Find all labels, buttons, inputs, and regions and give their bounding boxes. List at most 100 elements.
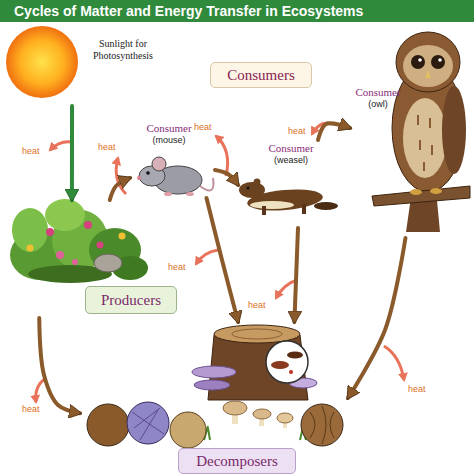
node-label: (weasel) <box>260 155 322 166</box>
text-stack: Consumer(mouse) <box>138 122 200 146</box>
owl-chest <box>403 98 447 178</box>
consumers-box: Consumers <box>210 62 312 88</box>
energy-arrow <box>294 228 298 322</box>
heat-label: heat <box>22 146 40 156</box>
mouse-eye <box>146 171 150 175</box>
mushroom-cap <box>277 413 293 423</box>
producers-node: Producers <box>10 200 182 318</box>
heat-arrow <box>216 136 228 176</box>
weasel-leg <box>262 206 266 215</box>
rock <box>94 254 122 272</box>
title-banner: Cycles of Matter and Energy Transfer in … <box>0 0 474 22</box>
node-label: Decomposers <box>178 448 296 474</box>
mouse-drawing <box>137 157 213 196</box>
text-stack: Consumer(weasel) <box>260 142 322 166</box>
heat-arrows <box>36 123 404 402</box>
heat-label: heat <box>22 404 40 414</box>
energy-arrow <box>207 198 239 322</box>
mouse-foot <box>186 192 194 196</box>
heat-label: heat <box>194 122 212 132</box>
mushroom-cap <box>253 409 271 419</box>
ant <box>289 370 293 374</box>
sun-disc <box>6 26 78 98</box>
owl-wing <box>442 86 466 174</box>
heat-arrow <box>36 378 46 402</box>
soil-sphere <box>87 404 129 446</box>
heat-arrow <box>312 123 332 134</box>
node-label: (owl) <box>350 99 406 110</box>
fungus-sphere <box>127 402 169 444</box>
node-label: Consumers <box>211 63 311 87</box>
owl-beak <box>425 70 431 78</box>
owl-streaks <box>418 115 432 171</box>
heat-arrow <box>116 158 126 194</box>
owl-eye <box>431 55 445 69</box>
heat-label: heat <box>248 300 266 310</box>
energy-arrow <box>39 318 80 413</box>
mouse-ear <box>152 157 166 171</box>
heat-arrow <box>384 346 404 380</box>
beetle-inset <box>266 341 308 383</box>
owl-head <box>396 32 460 92</box>
owl-face <box>403 45 453 87</box>
owl-drawing <box>372 32 470 232</box>
heat-label: heat <box>288 126 306 136</box>
mouse-nose <box>137 176 141 180</box>
node-label: Consumer <box>350 86 406 99</box>
heat-arrow <box>196 250 218 264</box>
text-stack: Producers <box>85 286 177 314</box>
text-stack: Consumer(owl) <box>350 86 406 110</box>
energy-arrow <box>70 106 74 200</box>
plant-cluster <box>10 199 148 283</box>
weasel-tail <box>314 202 338 210</box>
text-stack: Sunlight for Photosynthesis <box>88 38 158 62</box>
decomposer-drawing <box>87 325 343 448</box>
flower <box>72 259 78 265</box>
mouse-foot <box>164 192 172 196</box>
owl-foot <box>410 189 422 195</box>
owl-node: Consumer(owl) <box>350 18 468 238</box>
flower <box>46 228 54 236</box>
heat-arrow <box>276 280 297 298</box>
heat-label: heat <box>408 384 426 394</box>
energy-arrow <box>348 238 405 398</box>
flower <box>56 251 64 259</box>
text-stack: Decomposers <box>178 448 296 474</box>
flower <box>27 245 34 252</box>
decomposers-node: Decomposers <box>80 322 348 474</box>
weasel-ear <box>254 179 261 186</box>
heat-label: heat <box>98 142 116 152</box>
owl-eye-shine <box>418 58 422 62</box>
node-label: (mouse) <box>138 135 200 146</box>
node-label: Consumer <box>138 122 200 135</box>
mushroom-cap <box>223 401 247 415</box>
node-label: Producers <box>85 286 177 314</box>
flower <box>84 221 92 229</box>
owl-branch <box>372 186 470 206</box>
weasel-leg <box>302 204 306 214</box>
shelf-fungus <box>192 366 236 378</box>
owl-foot <box>430 188 442 194</box>
sun-node: Sunlight for Photosynthesis <box>4 24 166 106</box>
text-stack: Consumers <box>211 63 311 87</box>
heat-label: heat <box>168 262 186 272</box>
hyphae <box>132 408 164 440</box>
energy-arrow <box>215 170 238 185</box>
flower <box>119 233 126 240</box>
energy-arrow <box>318 123 350 140</box>
bark-sphere <box>301 404 343 446</box>
grass <box>204 426 306 440</box>
owl-eye-shine <box>438 58 442 62</box>
weasel-eye <box>247 187 250 190</box>
weasel-head <box>239 182 265 198</box>
weasel-node: Consumer(weasel) <box>238 140 338 228</box>
plant-leaf <box>45 199 85 231</box>
weasel-belly <box>250 201 294 209</box>
node-label: Consumer <box>260 142 322 155</box>
wood-grain <box>310 406 334 444</box>
beetle <box>287 352 303 359</box>
beetle <box>271 361 289 369</box>
heat-arrow <box>50 142 72 150</box>
